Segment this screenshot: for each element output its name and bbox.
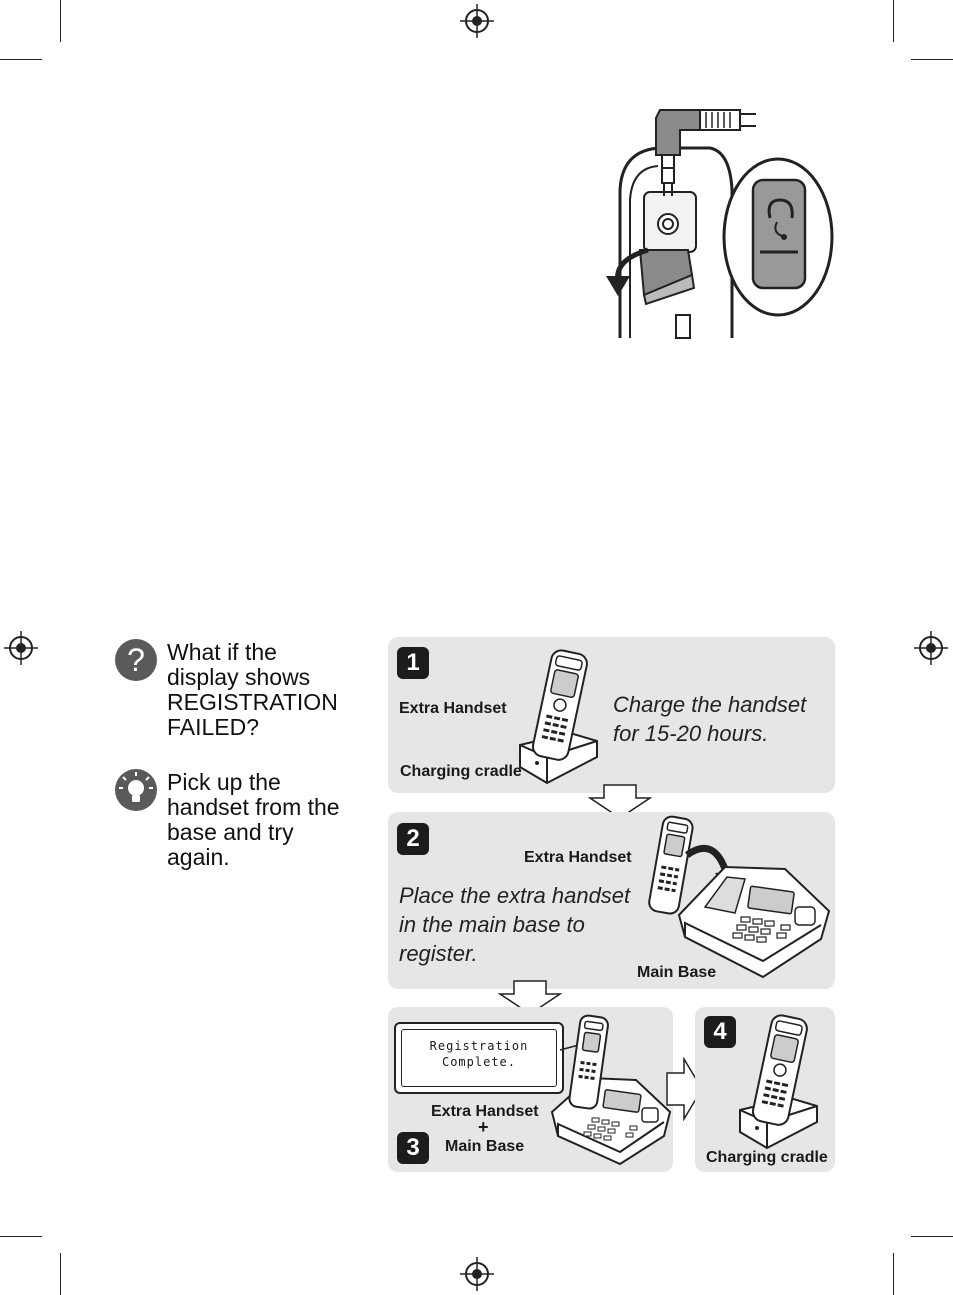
handset-into-base-icon: [648, 815, 831, 979]
step-2-base-label: Main Base: [637, 964, 717, 981]
step-2-instruction: Place the extra handset in the main base…: [399, 883, 631, 966]
step-1-number: 1: [397, 647, 429, 679]
registration-mark-bottom: [460, 1257, 494, 1291]
step-arrow-icon: [498, 980, 562, 1015]
step-1-cradle-label: Charging cradle: [400, 763, 522, 780]
step-4-number: 4: [704, 1016, 736, 1048]
faq-question: What if the display shows REGISTRATION F…: [167, 639, 338, 740]
lightbulb-icon: [115, 769, 157, 811]
registration-mark-left: [4, 631, 38, 665]
step-1-handset-label: Extra Handset: [399, 700, 507, 717]
step-arrow-icon: [588, 784, 652, 819]
step-3-plus-label: +: [478, 1117, 489, 1137]
step-2-number: 2: [397, 823, 429, 855]
step-1-panel: [388, 637, 835, 793]
handset-on-base-icon: [550, 1014, 672, 1166]
step-1-instruction: Charge the handset for 15-20 hours.: [613, 692, 807, 746]
display-line-1: Registration: [429, 1039, 529, 1053]
registration-mark-top: [460, 4, 494, 38]
handset-in-cradle-icon: [519, 649, 598, 785]
step-4-cradle-label: Charging cradle: [706, 1149, 828, 1166]
step-2-handset-label: Extra Handset: [524, 849, 632, 866]
svg-text:?: ?: [127, 642, 145, 678]
step-3-base-label: Main Base: [445, 1138, 525, 1155]
question-mark-circle-icon: ?: [115, 639, 157, 681]
step-3-handset-label: Extra Handset: [431, 1103, 539, 1120]
registration-mark-right: [914, 631, 948, 665]
step-3-number: 3: [397, 1132, 429, 1164]
step-arrow-icon: [666, 1057, 703, 1121]
registration-display: Registration Complete.: [394, 1022, 564, 1094]
faq-answer: Pick up the handset from the base and tr…: [167, 769, 340, 870]
headset-jack-illustration: [606, 109, 834, 339]
display-line-2: Complete.: [441, 1055, 517, 1069]
handset-in-cradle-icon: [739, 1014, 818, 1150]
